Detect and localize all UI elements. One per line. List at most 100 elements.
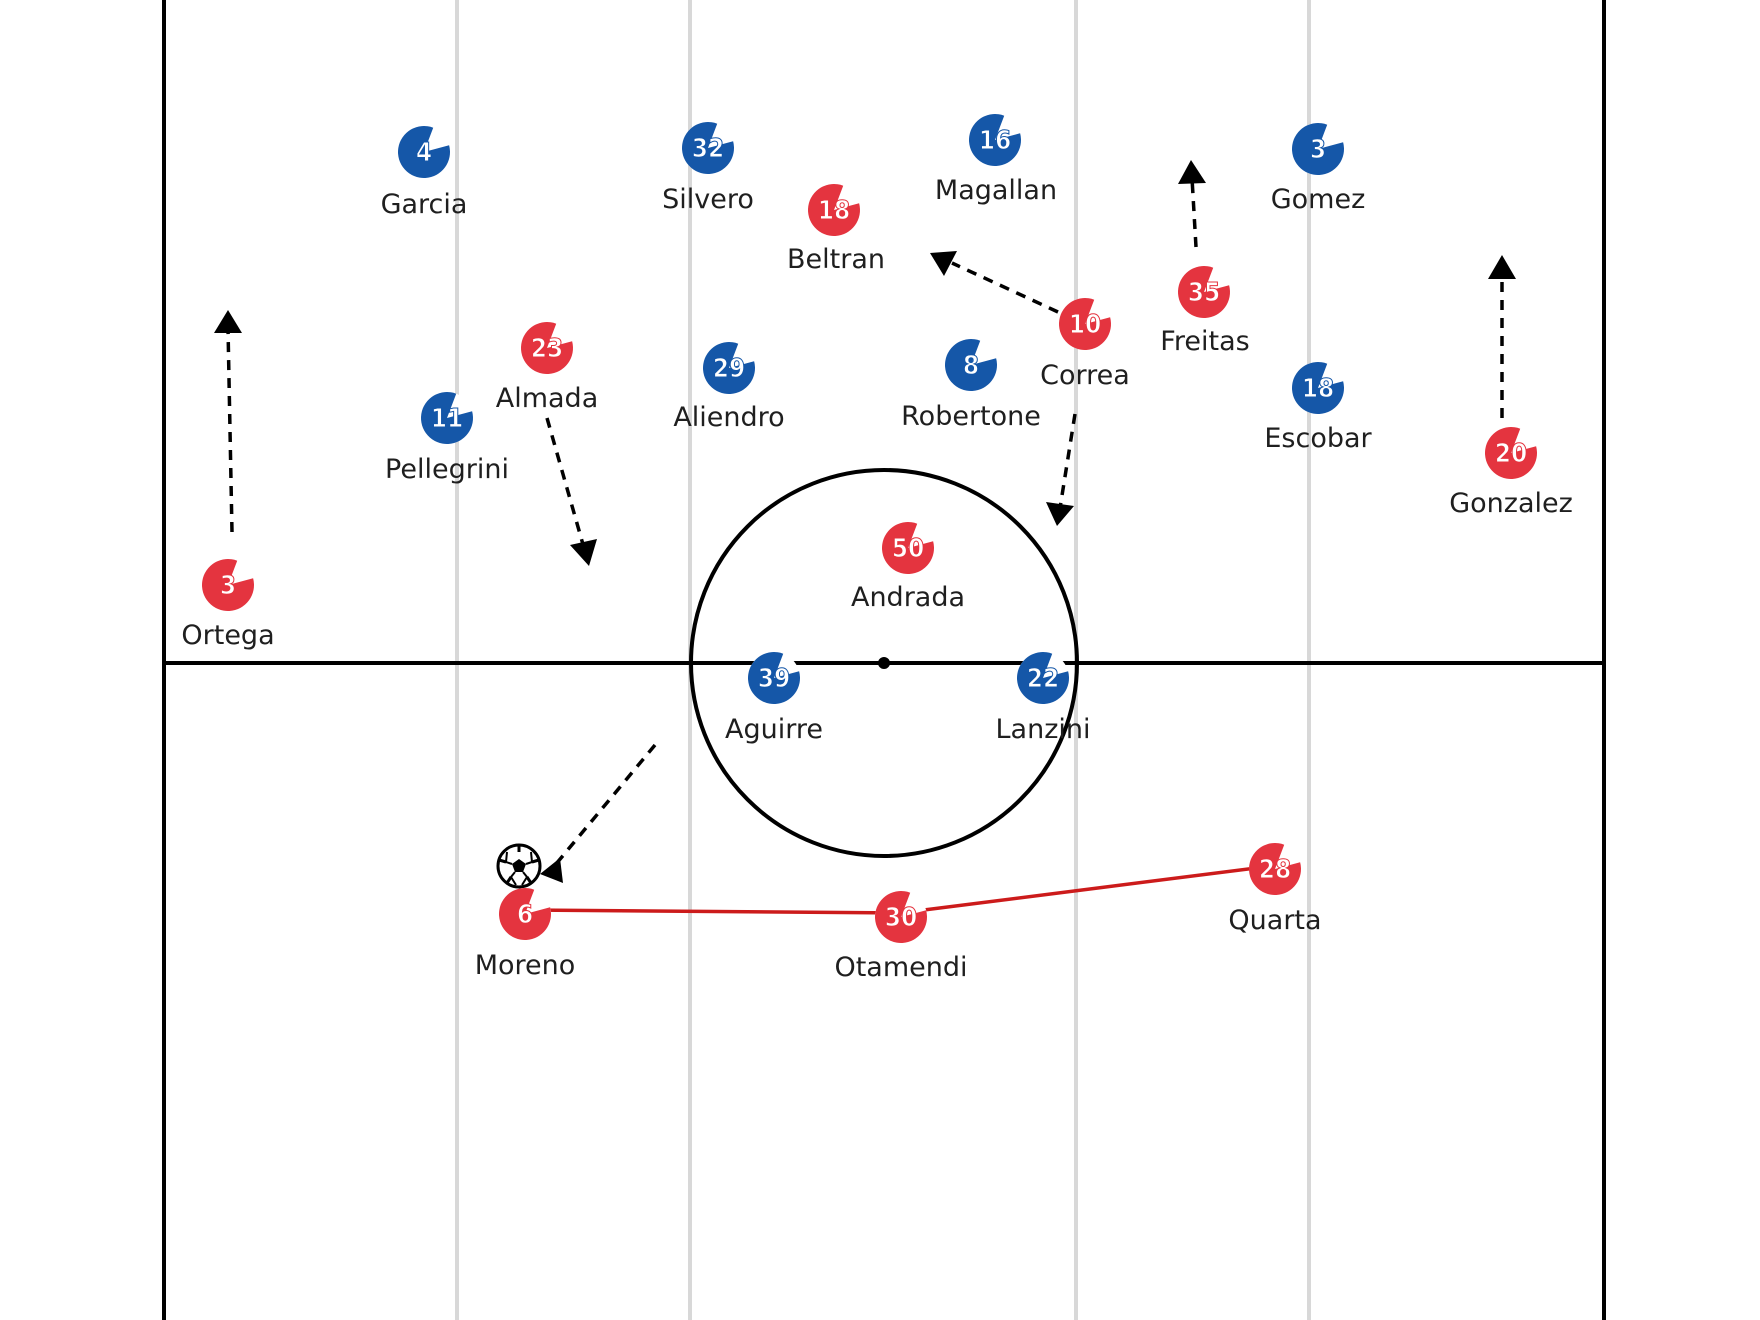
player-name: Lanzini (996, 714, 1091, 745)
player-name: Beltran (787, 244, 885, 275)
player-name: Escobar (1264, 423, 1372, 454)
player-number: 28 (1259, 855, 1292, 885)
movement-arrow (549, 743, 657, 872)
player-token (1291, 122, 1344, 176)
player-number: 32 (692, 134, 725, 164)
player-number: 50 (892, 534, 925, 564)
player-token (1177, 265, 1230, 318)
player-name: Gomez (1271, 184, 1366, 215)
player-name: Almada (496, 383, 599, 414)
pass-line (524, 908, 901, 915)
arrow-head (1488, 255, 1516, 279)
player-number: 6 (517, 900, 533, 930)
player-number: 8 (963, 351, 979, 381)
player-name: Garcia (381, 189, 468, 220)
player-name: Moreno (475, 950, 576, 981)
pass-lines (524, 864, 1273, 915)
pass-line (899, 864, 1273, 915)
player-name: Gonzalez (1449, 488, 1573, 519)
player-token (944, 338, 998, 391)
player-number: 35 (1188, 278, 1221, 308)
player-name: Aliendro (673, 402, 784, 433)
movement-arrow (226, 327, 234, 533)
player-number: 3 (1310, 135, 1326, 165)
player-number: 3 (220, 571, 236, 601)
player-name: Magallan (935, 175, 1057, 206)
arrow-head (540, 858, 563, 883)
pitch-markings (162, 0, 1606, 1320)
player-token (1016, 652, 1069, 704)
player-name: Ortega (181, 620, 274, 651)
arrow-head (570, 539, 597, 566)
player-token (1484, 427, 1537, 480)
player-number: 16 (979, 126, 1012, 156)
center-circle (689, 468, 1079, 858)
player-token (682, 122, 735, 174)
player-number: 29 (713, 354, 746, 384)
player-token (498, 888, 551, 940)
arrow-head (214, 310, 242, 333)
movement-arrow (545, 417, 586, 549)
movement-arrow (1058, 413, 1077, 509)
player-number: 11 (431, 404, 464, 434)
player-name: Freitas (1160, 326, 1249, 357)
player-number: 22 (1027, 664, 1060, 694)
player-token (968, 113, 1021, 166)
movement-arrow (1190, 177, 1198, 248)
player-token (1059, 297, 1111, 350)
player-token (521, 322, 573, 374)
player-number: 10 (1069, 310, 1102, 340)
arrow-head (1178, 160, 1206, 184)
player-name: Quarta (1228, 905, 1321, 936)
player-token (703, 342, 755, 394)
arrow-head (930, 251, 957, 276)
player-token (421, 391, 473, 444)
player-token (1248, 842, 1301, 895)
player-name: Otamendi (834, 952, 967, 983)
player-token (398, 126, 451, 178)
player-token (202, 559, 255, 612)
player-token (747, 652, 800, 705)
player-number: 30 (885, 903, 918, 933)
player-token (1291, 362, 1344, 414)
arrow-head (1046, 502, 1074, 526)
player-name: Silvero (662, 184, 754, 215)
player-number: 39 (758, 664, 791, 694)
movement-arrow (951, 261, 1059, 314)
player-number: 20 (1495, 439, 1528, 469)
player-name: Pellegrini (385, 454, 509, 485)
player-number: 18 (1302, 374, 1335, 404)
player-token (808, 183, 860, 236)
player-name: Andrada (851, 582, 965, 613)
player-token (875, 891, 927, 944)
player-name: Robertone (901, 401, 1041, 432)
player-name: Correa (1040, 360, 1130, 391)
players-layer: 4Garcia32Silvero16Magallan3Gomez11Pelleg… (181, 113, 1573, 983)
arrow-heads (214, 160, 1516, 883)
player-number: 23 (531, 334, 564, 364)
player-number: 4 (416, 138, 432, 168)
center-spot (878, 657, 890, 669)
player-name: Aguirre (725, 714, 823, 745)
movement-arrows (226, 177, 1504, 872)
player-token (881, 522, 934, 574)
